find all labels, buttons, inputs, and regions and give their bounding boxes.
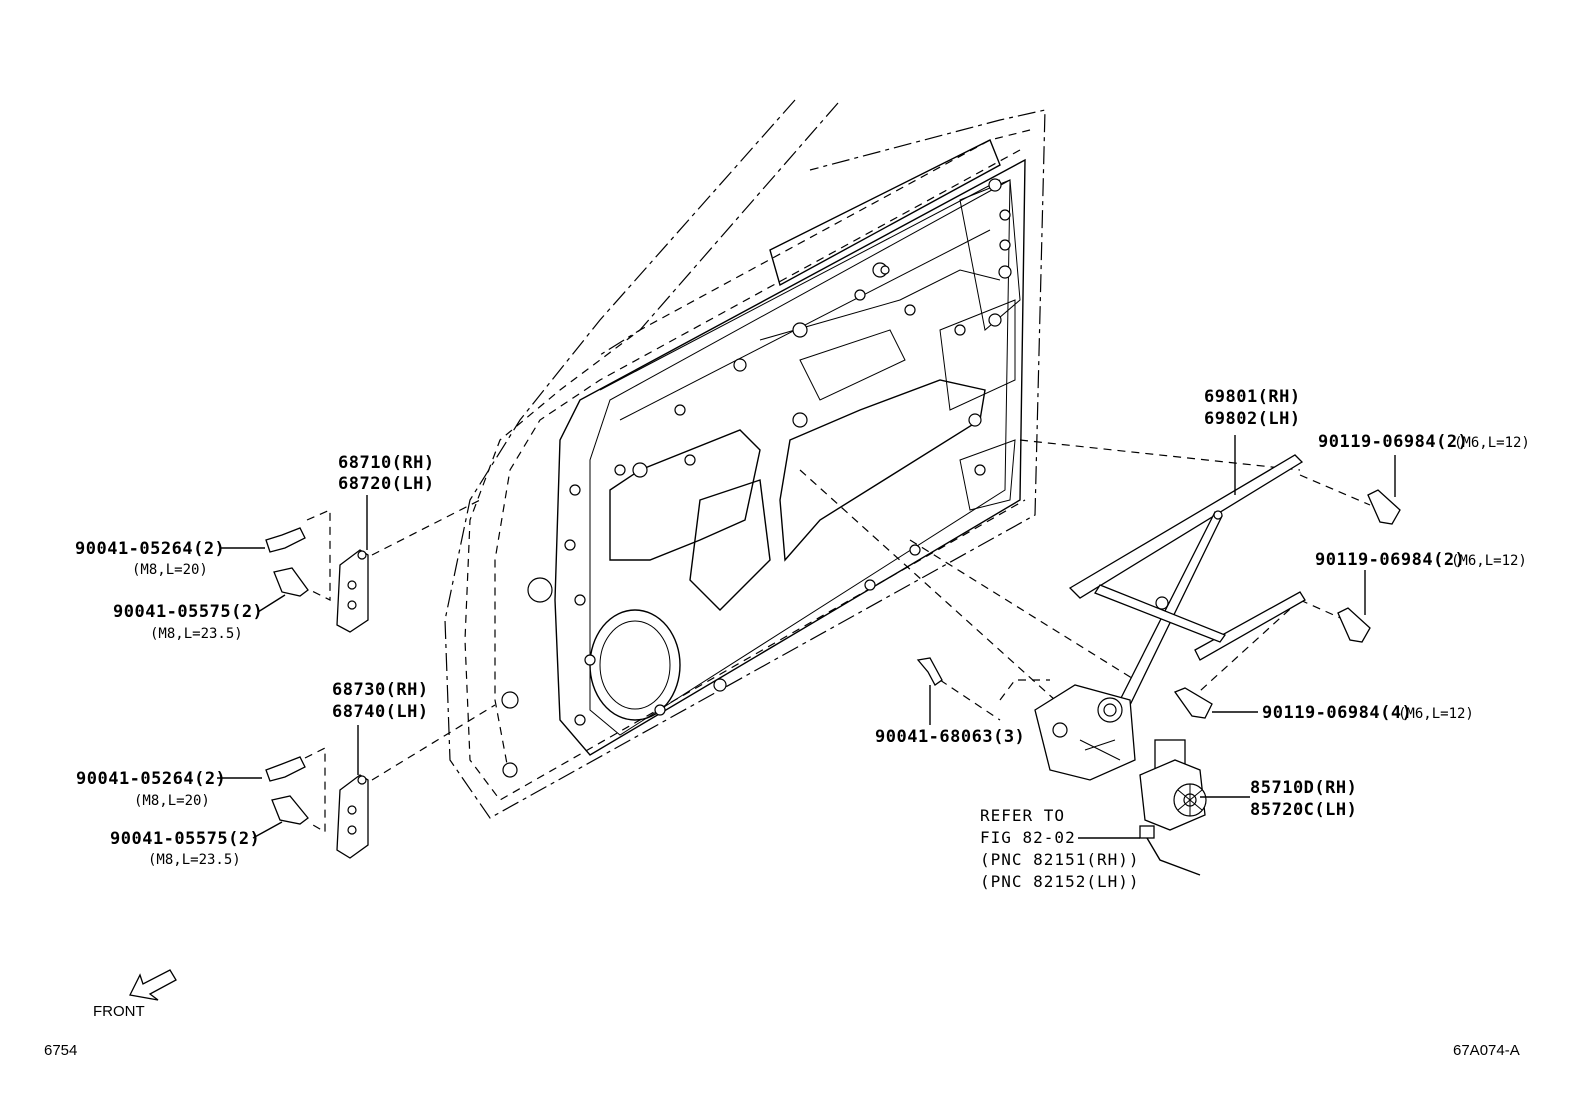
reg-bolt-2-part: 90119-06984(2): [1315, 550, 1465, 570]
hinge-lower-rh-label: 68730(RH): [332, 680, 429, 700]
motor-lh-label: 85720C(LH): [1250, 800, 1357, 820]
reg-bolt-1-part: 90119-06984(2): [1318, 432, 1468, 452]
reg-bolt-3-part: 90119-06984(4): [1262, 703, 1412, 723]
bolt-upper-2-spec: (M8,L=23.5): [150, 626, 243, 642]
bolt-upper-1-part: 90041-05264(2): [75, 539, 225, 559]
front-arrow-icon: [129, 969, 177, 1001]
regulator-lh-label: 69802(LH): [1204, 409, 1301, 429]
callout-leaders: [217, 435, 1396, 839]
assembly-lines: [304, 439, 1371, 834]
bolt-lower-1-part: 90041-05264(2): [76, 769, 226, 789]
hinge-lower-lh-label: 68740(LH): [332, 702, 429, 722]
regulator-rh-label: 69801(RH): [1204, 387, 1301, 407]
bolt-lower-2-spec: (M8,L=23.5): [148, 852, 241, 868]
motor-rh-label: 85710D(RH): [1250, 778, 1357, 798]
reg-bolt-2-spec: (M6,L=12): [1451, 553, 1527, 569]
clip-part: 90041-68063(3): [875, 727, 1025, 747]
reg-bolt-1-spec: (M6,L=12): [1454, 435, 1530, 451]
page-code: 6754: [44, 1042, 77, 1059]
bolt-upper-1-spec: (M8,L=20): [132, 562, 208, 578]
front-label: FRONT: [93, 1003, 145, 1020]
regulator-bolts: [1173, 489, 1401, 719]
hinge-bolts: [265, 527, 309, 825]
figure-code: 67A074-A: [1453, 1042, 1520, 1059]
window-regulator: [1068, 454, 1306, 706]
upper-door-hinge: [336, 549, 369, 633]
refer-line-2: FIG 82-02: [980, 828, 1076, 847]
clip: [916, 657, 943, 686]
front-door-panel: [444, 99, 1046, 819]
refer-line-4: (PNC 82152(LH)): [980, 872, 1140, 891]
bolt-lower-2-part: 90041-05575(2): [110, 829, 260, 849]
labels: 68710(RH) 68720(LH) 90041-05264(2) (M8,L…: [75, 387, 1530, 891]
lower-door-hinge: [336, 774, 369, 859]
bolt-lower-1-spec: (M8,L=20): [134, 793, 210, 809]
panel-holes: [501, 178, 1012, 778]
refer-line-1: REFER TO: [980, 806, 1065, 825]
refer-line-3: (PNC 82151(RH)): [980, 850, 1140, 869]
hinge-upper-lh-label: 68720(LH): [338, 474, 435, 494]
hinge-upper-rh-label: 68710(RH): [338, 453, 435, 473]
bolt-upper-2-part: 90041-05575(2): [113, 602, 263, 622]
regulator-motor: [1034, 684, 1207, 876]
reg-bolt-3-spec: (M6,L=12): [1398, 706, 1474, 722]
